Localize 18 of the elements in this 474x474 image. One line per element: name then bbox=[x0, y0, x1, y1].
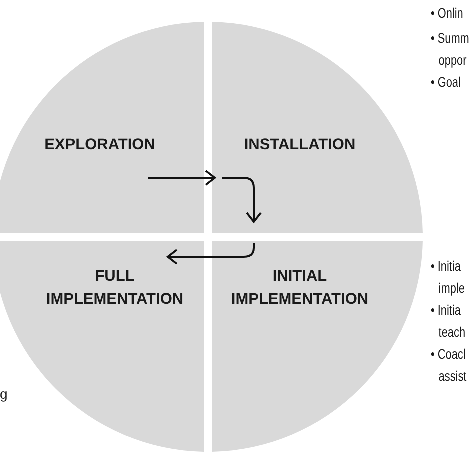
note-text: • Initia teach bbox=[431, 301, 467, 342]
arrow bbox=[222, 177, 262, 223]
note-text: • Onlin bbox=[431, 4, 464, 23]
stage-title: INITIAL IMPLEMENTATION bbox=[230, 267, 370, 310]
arrow bbox=[148, 170, 216, 186]
stage-title: INSTALLATION bbox=[243, 136, 357, 156]
stage-title: FULL IMPLEMENTATION bbox=[45, 267, 185, 310]
note-text: • Goal bbox=[431, 73, 462, 92]
quadrant bbox=[212, 22, 423, 233]
note-text: • Summ oppor bbox=[431, 29, 470, 70]
arrow bbox=[167, 243, 255, 265]
note-text: g bbox=[0, 385, 9, 404]
quadrant bbox=[0, 22, 204, 233]
stage-title: EXPLORATION bbox=[44, 136, 156, 156]
quadrant bbox=[0, 241, 204, 452]
note-text: • Initia imple bbox=[431, 257, 466, 298]
quadrant bbox=[212, 241, 423, 452]
note-text: • Coacl assist bbox=[431, 345, 468, 386]
